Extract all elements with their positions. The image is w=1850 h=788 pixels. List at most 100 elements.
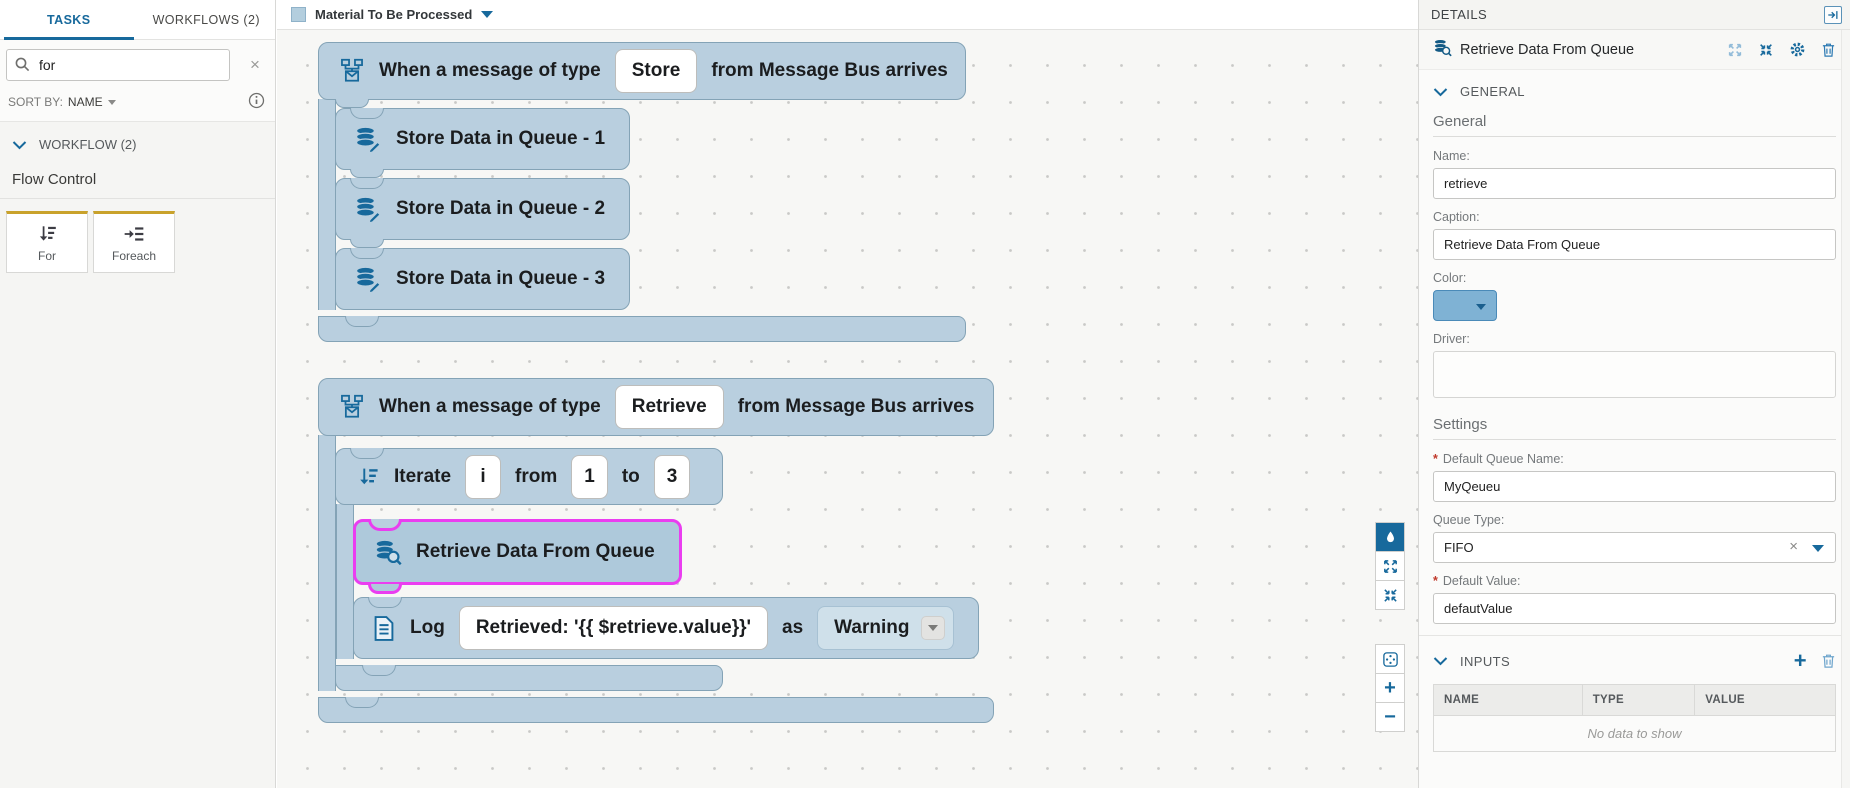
iterate-header[interactable]: Iterate i from 1 to 3 — [335, 448, 723, 505]
settings-gear-button[interactable] — [1789, 41, 1806, 58]
task-card-for[interactable]: For — [6, 211, 88, 273]
details-scrollbar[interactable] — [1841, 30, 1850, 788]
block-spine — [318, 99, 336, 310]
queue-name-label: Default Queue Name: — [1442, 452, 1564, 466]
sidebar-results-area: WORKFLOW (2) Flow Control For Foreach — [0, 122, 275, 788]
panel-collapse-icon — [1828, 10, 1838, 19]
caption-field: Caption: — [1433, 210, 1836, 260]
dropdown-caret-icon — [1476, 304, 1486, 310]
retrieve-trigger-foot[interactable] — [318, 697, 994, 723]
zoom-out-button[interactable]: − — [1375, 702, 1405, 732]
column-header-type[interactable]: TYPE — [1581, 684, 1696, 716]
store-data-block-1[interactable]: Store Data in Queue - 1 — [335, 108, 631, 178]
search-icon — [14, 56, 31, 78]
workflow-title-dropdown[interactable]: Material To Be Processed — [315, 7, 473, 22]
driver-field: Driver: — [1433, 332, 1836, 398]
flow-control-group-label: Flow Control — [0, 165, 275, 199]
iterate-to-field[interactable]: 3 — [653, 454, 691, 499]
log-block[interactable]: Log Retrieved: '{{ $retrieve.value}}' as… — [353, 597, 980, 659]
default-value-field: *Default Value: — [1433, 574, 1836, 624]
zoom-in-icon: + — [1384, 676, 1396, 699]
queue-type-field: Queue Type: × — [1433, 513, 1836, 563]
queue-name-field: *Default Queue Name: — [1433, 452, 1836, 502]
expand-icon — [1383, 559, 1397, 573]
collapse-button[interactable] — [1375, 580, 1405, 610]
details-header: DETAILS — [1419, 0, 1850, 30]
details-body: GENERAL General Name: Caption: Color: Dr… — [1419, 70, 1850, 752]
delete-task-button[interactable] — [1821, 42, 1836, 58]
gear-icon — [1790, 42, 1805, 57]
selected-task-row: Retrieve Data From Queue — [1419, 30, 1850, 70]
store-trigger-header[interactable]: When a message of type Store from Messag… — [318, 42, 966, 108]
for-icon — [356, 465, 380, 489]
sort-value[interactable]: NAME — [67, 95, 103, 109]
log-level-value: Warning — [834, 617, 910, 638]
settings-subheading: Settings — [1433, 412, 1836, 440]
panel-collapse-button[interactable] — [1824, 5, 1842, 24]
name-input[interactable] — [1433, 168, 1836, 199]
task-card-foreach[interactable]: Foreach — [93, 211, 175, 273]
iterate-from-label: from — [515, 465, 558, 487]
column-header-name[interactable]: NAME — [1433, 684, 1583, 716]
dropdown-caret-icon[interactable] — [1812, 545, 1824, 552]
collapse-task-button[interactable] — [1758, 42, 1774, 58]
log-level-dropdown[interactable]: Warning — [817, 606, 955, 650]
inputs-table: NAME TYPE VALUE No data to show — [1433, 684, 1836, 752]
expand-button[interactable] — [1375, 551, 1405, 581]
iterate-variable-field[interactable]: i — [465, 454, 502, 499]
store-trigger-block[interactable]: When a message of type Store from Messag… — [318, 42, 966, 342]
store-data-block-3[interactable]: Store Data in Queue - 3 — [335, 248, 631, 310]
store-trigger-foot[interactable] — [318, 316, 966, 342]
store-data-block-2[interactable]: Store Data in Queue - 2 — [335, 178, 631, 248]
info-icon[interactable] — [248, 92, 265, 112]
log-message-field[interactable]: Retrieved: '{{ $retrieve.value}}' — [458, 606, 769, 650]
iterate-foot[interactable] — [335, 665, 723, 691]
sort-by-label: SORT BY: — [8, 95, 63, 109]
general-section-header[interactable]: GENERAL — [1433, 70, 1836, 109]
iterate-block[interactable]: Iterate i from 1 to 3 — [335, 448, 980, 691]
collapse-icon — [1383, 588, 1397, 602]
queue-type-label: Queue Type: — [1433, 513, 1505, 527]
expand-task-button[interactable] — [1727, 42, 1743, 58]
workflow-section-label: WORKFLOW (2) — [39, 137, 137, 152]
block-spine — [336, 504, 354, 659]
trigger-suffix-text: from Message Bus arrives — [711, 60, 948, 81]
droplet-button[interactable] — [1375, 522, 1405, 552]
task-library-sidebar: TASKS WORKFLOWS (2) × SORT BY: NAME WORK… — [0, 0, 276, 788]
add-input-button[interactable]: + — [1793, 648, 1807, 673]
tab-tasks[interactable]: TASKS — [0, 0, 138, 40]
workflow-section-header[interactable]: WORKFLOW (2) — [0, 122, 275, 165]
dropdown-caret-icon[interactable] — [921, 616, 946, 640]
default-value-input[interactable] — [1433, 593, 1836, 624]
retrieve-trigger-block[interactable]: When a message of type Retrieve from Mes… — [318, 378, 994, 723]
sort-row: SORT BY: NAME — [0, 81, 275, 122]
task-block-label: Retrieve Data From Queue — [416, 541, 655, 562]
queue-type-select[interactable] — [1433, 532, 1836, 563]
retrieve-data-block[interactable]: Retrieve Data From Queue — [353, 519, 682, 594]
clear-selection-icon[interactable]: × — [1789, 538, 1798, 555]
caption-label: Caption: — [1433, 210, 1480, 224]
clear-search-icon[interactable]: × — [250, 55, 260, 74]
database-search-icon — [374, 538, 402, 566]
color-picker-button[interactable] — [1433, 290, 1497, 321]
general-subheading: General — [1433, 109, 1836, 137]
retrieve-trigger-header[interactable]: When a message of type Retrieve from Mes… — [318, 378, 994, 436]
locate-button[interactable] — [1375, 644, 1405, 674]
canvas-grid[interactable]: When a message of type Store from Messag… — [277, 31, 1418, 788]
database-edit-icon — [354, 265, 382, 293]
inputs-section-header[interactable]: INPUTS + — [1433, 636, 1836, 682]
zoom-in-button[interactable]: + — [1375, 673, 1405, 703]
delete-inputs-button[interactable] — [1821, 653, 1836, 669]
message-type-field[interactable]: Store — [614, 49, 698, 93]
color-field: Color: — [1433, 271, 1836, 321]
caption-input[interactable] — [1433, 229, 1836, 260]
search-input[interactable] — [6, 49, 230, 81]
message-type-field[interactable]: Retrieve — [614, 385, 724, 429]
collapse-icon — [1760, 43, 1772, 56]
tab-workflows[interactable]: WORKFLOWS (2) — [152, 12, 260, 27]
iterate-from-field[interactable]: 1 — [571, 454, 608, 499]
queue-name-input[interactable] — [1433, 471, 1836, 502]
column-header-value[interactable]: VALUE — [1694, 684, 1836, 716]
driver-input[interactable] — [1433, 351, 1836, 398]
task-card-label: Foreach — [111, 249, 157, 263]
